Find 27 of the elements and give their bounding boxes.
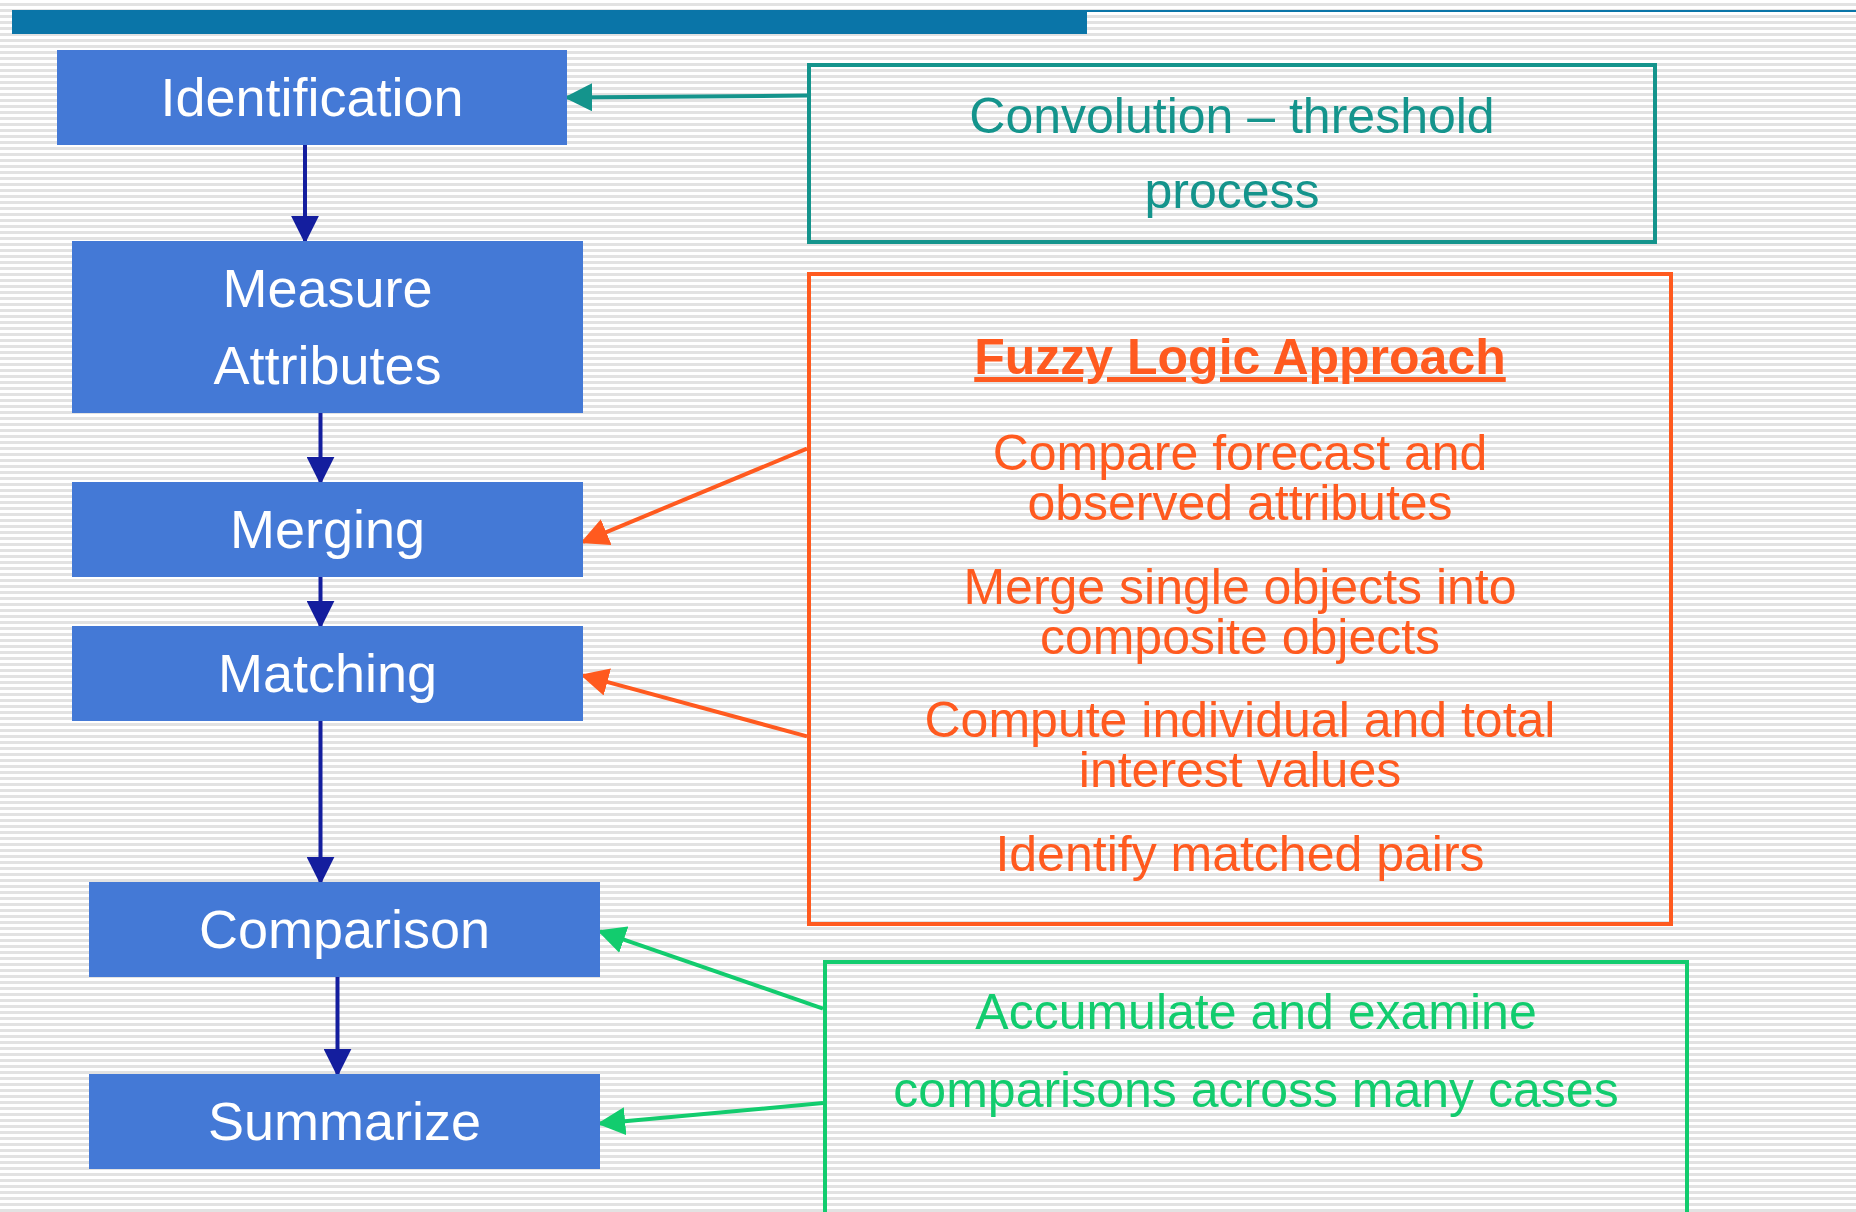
note-text: Convolution – threshold process bbox=[968, 86, 1496, 221]
arrow bbox=[306, 577, 335, 629]
box-label: Identification bbox=[160, 66, 464, 130]
process-box bbox=[72, 626, 583, 721]
arrow bbox=[306, 721, 335, 885]
process-box bbox=[57, 50, 567, 145]
box-label: Merging bbox=[229, 498, 426, 562]
note-box bbox=[807, 63, 1657, 244]
note-box bbox=[823, 960, 1689, 1212]
box-label: Matching bbox=[217, 642, 438, 706]
process-box bbox=[72, 482, 583, 577]
arrow bbox=[291, 145, 319, 244]
process-box bbox=[89, 882, 600, 977]
box-label: Summarize bbox=[207, 1090, 482, 1154]
note-box bbox=[807, 272, 1673, 926]
heading: Fuzzy Logic Approach bbox=[974, 327, 1506, 387]
note-text: Compare forecast and observed attributes bbox=[991, 428, 1489, 528]
process-box bbox=[89, 1074, 600, 1169]
process-box bbox=[72, 241, 583, 413]
note-text: Identify matched pairs bbox=[995, 828, 1485, 879]
box-label: Comparison bbox=[198, 898, 491, 962]
arrow bbox=[306, 413, 335, 485]
note-text: Compute individual and total interest values bbox=[923, 695, 1557, 795]
arrow bbox=[323, 977, 352, 1077]
box-label: Measure Attributes bbox=[212, 257, 443, 397]
note-text: Accumulate and examine comparisons across many cases bbox=[892, 983, 1620, 1120]
note-text: Merge single objects into composite objects bbox=[962, 561, 1518, 662]
